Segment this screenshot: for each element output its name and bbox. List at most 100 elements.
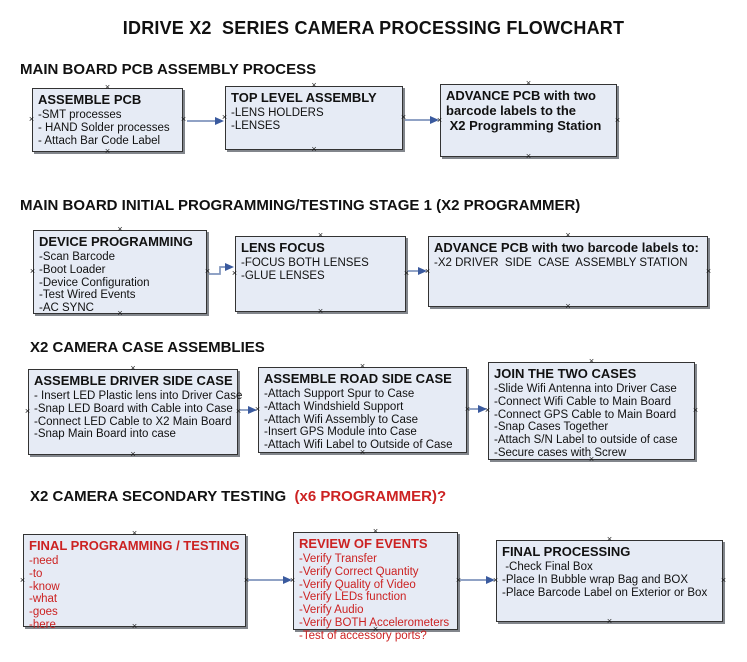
- flow-arrow: [248, 576, 292, 584]
- anchor-x-icon: ×: [705, 265, 712, 276]
- anchor-x-icon: ×: [372, 526, 379, 536]
- box-item: -Snap LED Board with Cable into Case: [34, 402, 233, 415]
- box-item: -LENSES: [231, 119, 281, 132]
- page-title: IDRIVE X2 SERIES CAMERA PROCESSING FLOWC…: [122, 18, 625, 38]
- anchor-x-icon: ×: [400, 112, 407, 122]
- box-items: -FOCUS BOTH LENSES-GLUE LENSES: [241, 257, 401, 283]
- box-item: -Attach Windshield Support: [264, 400, 404, 413]
- anchor-x-icon: ×: [204, 266, 211, 276]
- box-item: -Test Wired Events: [39, 289, 136, 302]
- anchor-x-icon: ×: [130, 449, 136, 459]
- anchor-x-icon: ×: [492, 575, 499, 585]
- box-item: -Secure cases with Screw: [494, 446, 627, 459]
- flow-box-device-programming: × × × × DEVICE PROGRAMMING -Scan Barcode…: [30, 225, 210, 318]
- anchor-x-icon: ×: [565, 230, 571, 240]
- box-item: -Snap Cases Together: [494, 421, 609, 434]
- box-title: FINAL PROCESSING: [502, 544, 631, 559]
- box-item: -Connect GPS Cable to Main Board: [494, 408, 677, 421]
- flow-box-assemble-pcb: × × × × ASSEMBLE PCB -SMT processes- HAN…: [29, 83, 186, 156]
- anchor-x-icon: ×: [131, 621, 138, 631]
- box-item: -SMT processes: [38, 109, 122, 121]
- box-title: JOIN THE TWO CASES: [494, 366, 637, 381]
- anchor-x-icon: ×: [436, 114, 443, 125]
- box-item: -Attach Wifi Label to Outside of Case: [264, 439, 453, 452]
- box-item: -Slide Wifi Antenna into Driver Case: [494, 383, 677, 395]
- anchor-x-icon: ×: [235, 406, 242, 416]
- box-items: -Verify Transfer-Verify Correct Quantity…: [299, 553, 453, 643]
- section-header-pcb-assembly: MAIN BOARD PCB ASSEMBLY PROCESS: [20, 61, 317, 78]
- flow-box-join-the-two-cases: × × × × JOIN THE TWO CASES -Slide Wifi A…: [485, 357, 698, 464]
- flow-box-top-level-assembly: × × × × TOP LEVEL ASSEMBLY -LENS HOLDERS…: [222, 81, 406, 154]
- anchor-x-icon: ×: [614, 114, 621, 125]
- box-items: -Attach Support Spur to Case-Attach Wind…: [264, 388, 462, 452]
- box-item: - Insert LED Plastic lens into Driver Ca…: [34, 390, 243, 402]
- anchor-x-icon: ×: [317, 230, 324, 240]
- anchor-x-icon: ×: [289, 575, 296, 585]
- box-item: -Test of accessory ports?: [299, 629, 427, 642]
- flow-box-assemble-road-side-case: × × × × ASSEMBLE ROAD SIDE CASE -Attach …: [255, 362, 470, 457]
- box-item: -Verify Audio: [299, 604, 364, 617]
- anchor-x-icon: ×: [311, 144, 317, 154]
- box-item: -goes: [29, 606, 58, 619]
- box-item: -Connect Wifi Cable to Main Board: [494, 395, 672, 408]
- box-item: -Place In Bubble wrap Bag and BOX: [502, 573, 689, 586]
- anchor-x-icon: ×: [565, 301, 571, 311]
- anchor-x-icon: ×: [180, 114, 187, 124]
- flow-box-final-programming-testing: × × × × FINAL PROGRAMMING / TESTING -nee…: [20, 529, 249, 631]
- anchor-x-icon: ×: [19, 574, 26, 585]
- box-items: - Insert LED Plastic lens into Driver Ca…: [34, 390, 243, 441]
- anchor-x-icon: ×: [359, 361, 366, 371]
- anchor-x-icon: ×: [254, 404, 261, 414]
- box-item: -Verify LEDs function: [299, 591, 407, 604]
- anchor-x-icon: ×: [104, 82, 111, 92]
- box-item: -Attach S/N Label to outside of case: [494, 434, 678, 447]
- anchor-x-icon: ×: [606, 534, 613, 544]
- anchor-x-icon: ×: [24, 406, 31, 416]
- box-title: ASSEMBLE PCB: [38, 92, 142, 107]
- section-header-red-part: (x6 PROGRAMMER)?: [290, 488, 447, 505]
- box-items: -SMT processes- HAND Solder processes- A…: [38, 109, 178, 147]
- anchor-x-icon: ×: [484, 405, 491, 415]
- box-items: -Check Final Box-Place In Bubble wrap Ba…: [502, 561, 718, 599]
- box-item: -Attach Wifi Assembly to Case: [264, 413, 419, 426]
- box-item: -Insert GPS Module into Case: [264, 426, 417, 439]
- box-items: -Slide Wifi Antenna into Driver Case-Con…: [494, 383, 690, 460]
- box-item: -know: [29, 580, 60, 593]
- flow-box-advance-pcb-driver-side-station: × × × × ADVANCE PCB with two barcode lab…: [425, 231, 711, 311]
- box-title: ADVANCE PCB with two barcode labels to:: [434, 240, 699, 255]
- anchor-x-icon: ×: [359, 447, 366, 457]
- box-item: -Check Final Box: [502, 561, 593, 573]
- box-title: ADVANCE PCB with two barcode labels to t…: [446, 88, 602, 133]
- box-item: -Verify Quality of Video: [299, 578, 416, 591]
- anchor-x-icon: ×: [28, 114, 35, 124]
- anchor-x-icon: ×: [104, 146, 111, 156]
- box-title: LENS FOCUS: [241, 240, 325, 255]
- box-item: -AC SYNC: [39, 302, 94, 315]
- anchor-x-icon: ×: [117, 308, 123, 318]
- anchor-x-icon: ×: [117, 224, 123, 234]
- box-item: -what: [29, 593, 58, 606]
- anchor-x-icon: ×: [130, 363, 136, 373]
- section-header-secondary-testing: X2 CAMERA SECONDARY TESTING (x6 PROGRAMM…: [30, 488, 446, 505]
- anchor-x-icon: ×: [231, 268, 238, 278]
- anchor-x-icon: ×: [525, 151, 532, 161]
- box-item: -Verify Correct Quantity: [299, 565, 419, 578]
- box-items: -LENS HOLDERS-LENSES: [231, 107, 398, 133]
- box-item: -LENS HOLDERS: [231, 107, 324, 119]
- section-header-black-part: X2 CAMERA SECONDARY TESTING: [30, 488, 291, 505]
- box-item: -Device Configuration: [39, 276, 150, 289]
- box-item: -Boot Loader: [39, 263, 106, 276]
- anchor-x-icon: ×: [720, 575, 727, 585]
- box-item: -Verify BOTH Accelerometers: [299, 616, 450, 629]
- box-item: -Scan Barcode: [39, 251, 116, 263]
- box-title: DEVICE PROGRAMMING: [39, 234, 193, 249]
- box-item: -Snap Main Board into case: [34, 428, 176, 441]
- anchor-x-icon: ×: [311, 80, 317, 90]
- anchor-x-icon: ×: [455, 575, 462, 585]
- flow-arrow: [460, 576, 495, 584]
- box-title: ASSEMBLE DRIVER SIDE CASE: [34, 373, 233, 388]
- box-item: - HAND Solder processes: [38, 121, 170, 134]
- box-item: -Verify Transfer: [299, 553, 377, 565]
- flow-arrow: [187, 117, 224, 125]
